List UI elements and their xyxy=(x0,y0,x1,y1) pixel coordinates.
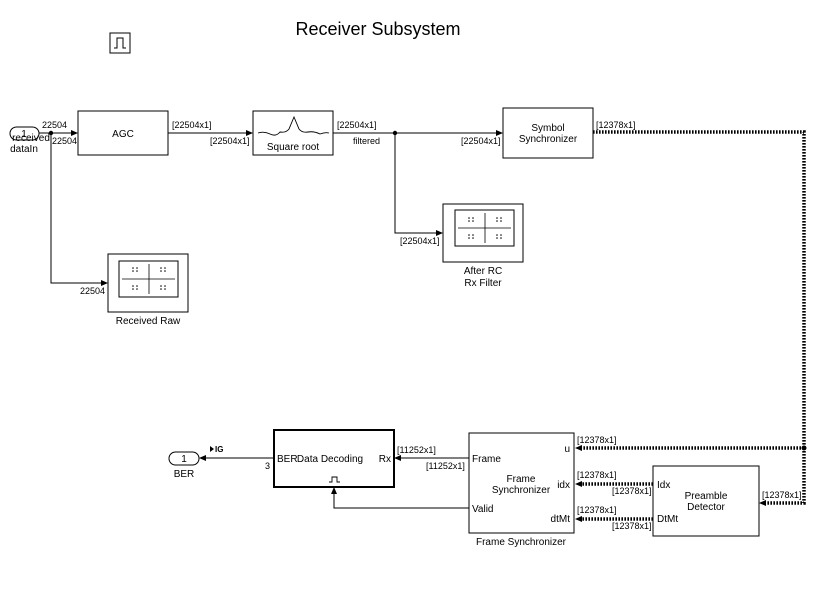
arrow-scope-in xyxy=(436,230,443,236)
signal-label-dtmt-out: [12378x1] xyxy=(577,505,617,515)
signal-label-sqrt-out: [22504x1] xyxy=(337,120,377,130)
signal-label-in-top: 22504 xyxy=(42,120,67,130)
frame-sync-port-u: u xyxy=(564,444,570,455)
square-root-label: Square root xyxy=(267,142,319,153)
frame-sync-port-valid: Valid xyxy=(472,504,494,515)
after-rc-scope-block[interactable] xyxy=(442,203,524,263)
bus-sym-out xyxy=(593,130,806,448)
arrow-raw-in xyxy=(101,280,108,286)
inport-name-line2: dataIn xyxy=(10,144,38,155)
square-root-block[interactable]: Square root xyxy=(252,110,334,156)
outport-ber[interactable]: 1 xyxy=(168,451,200,466)
outport-number: 1 xyxy=(181,454,187,465)
arrow-dtmt-in xyxy=(575,516,582,522)
frame-synchronizer-block[interactable]: Frame Synchronizer Frame Valid u idx dtM… xyxy=(468,432,575,534)
inport-number: 1 xyxy=(21,129,27,140)
outport-name: BER xyxy=(174,469,195,480)
wire-valid-enable xyxy=(333,493,469,509)
arrow-sqrt-in xyxy=(246,130,253,136)
arrow-u-in xyxy=(575,445,582,451)
arrow-out-in xyxy=(199,455,206,461)
arrow-idx-in xyxy=(575,481,582,487)
arrow-agc-in xyxy=(71,130,78,136)
symbol-sync-line1: Symbol xyxy=(531,123,564,134)
arrow-sym-in xyxy=(496,130,503,136)
signal-label-in-bottom: 22504 xyxy=(52,136,77,146)
bus-pre-in xyxy=(765,448,806,505)
pulse-icon[interactable] xyxy=(109,32,131,54)
data-decoding-port-ber: BER xyxy=(277,454,298,465)
symbol-sync-line2: Synchronizer xyxy=(519,134,578,145)
signal-label-scope-in: [22504x1] xyxy=(400,236,440,246)
signal-label-sym-in: [22504x1] xyxy=(461,136,501,146)
wire-filtered-scope xyxy=(394,133,437,234)
arrow-enable-in xyxy=(331,487,337,494)
symbol-synchronizer-block[interactable]: Symbol Synchronizer xyxy=(502,107,594,159)
signal-label-pre-out: [12378x1] xyxy=(762,490,802,500)
preamble-detector-block[interactable]: Preamble Detector Idx DtMt xyxy=(652,465,760,537)
signal-label-ber-dim: 3 xyxy=(265,461,270,471)
frame-sync-port-dtmt: dtMt xyxy=(551,514,571,525)
arrow-pre-in xyxy=(759,500,766,506)
preamble-line2: Detector xyxy=(687,502,725,513)
signal-label-frame-in: [11252x1] xyxy=(426,461,465,471)
signal-label-dtmt-in: [12378x1] xyxy=(612,521,652,531)
signal-label-ber-tag: IG xyxy=(215,445,223,454)
signal-label-rx-out: [11252x1] xyxy=(397,445,436,455)
signal-label-idx-out: [12378x1] xyxy=(577,470,617,480)
frame-sync-caption: Frame Synchronizer xyxy=(476,537,567,548)
frame-sync-line1: Frame xyxy=(507,474,536,485)
received-raw-caption: Received Raw xyxy=(116,316,181,327)
frame-sync-port-idx: idx xyxy=(557,480,570,491)
preamble-line1: Preamble xyxy=(685,491,728,502)
inport-name-line1: received xyxy=(12,133,50,144)
frame-sync-port-frame: Frame xyxy=(472,454,501,465)
agc-block[interactable]: AGC xyxy=(77,110,169,156)
signal-label-filtered: filtered xyxy=(353,136,380,146)
after-rc-caption-line2: Rx Filter xyxy=(464,278,502,289)
wire-in-raw xyxy=(50,133,102,284)
signal-label-agc-out: [22504x1] xyxy=(172,120,212,130)
signal-label-raw-scope: 22504 xyxy=(80,286,105,296)
inport-received-datain[interactable]: 1 xyxy=(9,126,40,141)
data-decoding-port-rx: Rx xyxy=(379,454,391,465)
signal-label-sym-out: [12378x1] xyxy=(596,120,636,130)
frame-sync-line2: Synchronizer xyxy=(492,485,551,496)
preamble-port-idx: Idx xyxy=(657,480,670,491)
arrow-rx-in xyxy=(394,455,401,461)
after-rc-caption-line1: After RC xyxy=(464,266,502,277)
signal-label-u-in: [12378x1] xyxy=(577,435,617,445)
signal-label-idx-in: [12378x1] xyxy=(612,486,652,496)
impulse-response-icon xyxy=(257,115,330,136)
data-decoding-block[interactable]: Data Decoding BER Rx xyxy=(273,429,395,488)
received-raw-scope-block[interactable] xyxy=(107,253,189,313)
diagram-title: Receiver Subsystem xyxy=(295,19,460,39)
data-decoding-label: Data Decoding xyxy=(297,454,363,465)
signal-label-sqrt-in: [22504x1] xyxy=(210,136,250,146)
test-point-icon xyxy=(210,446,214,452)
enable-port-icon xyxy=(329,476,340,483)
preamble-port-dtmt: DtMt xyxy=(657,514,678,525)
agc-label: AGC xyxy=(112,129,134,140)
